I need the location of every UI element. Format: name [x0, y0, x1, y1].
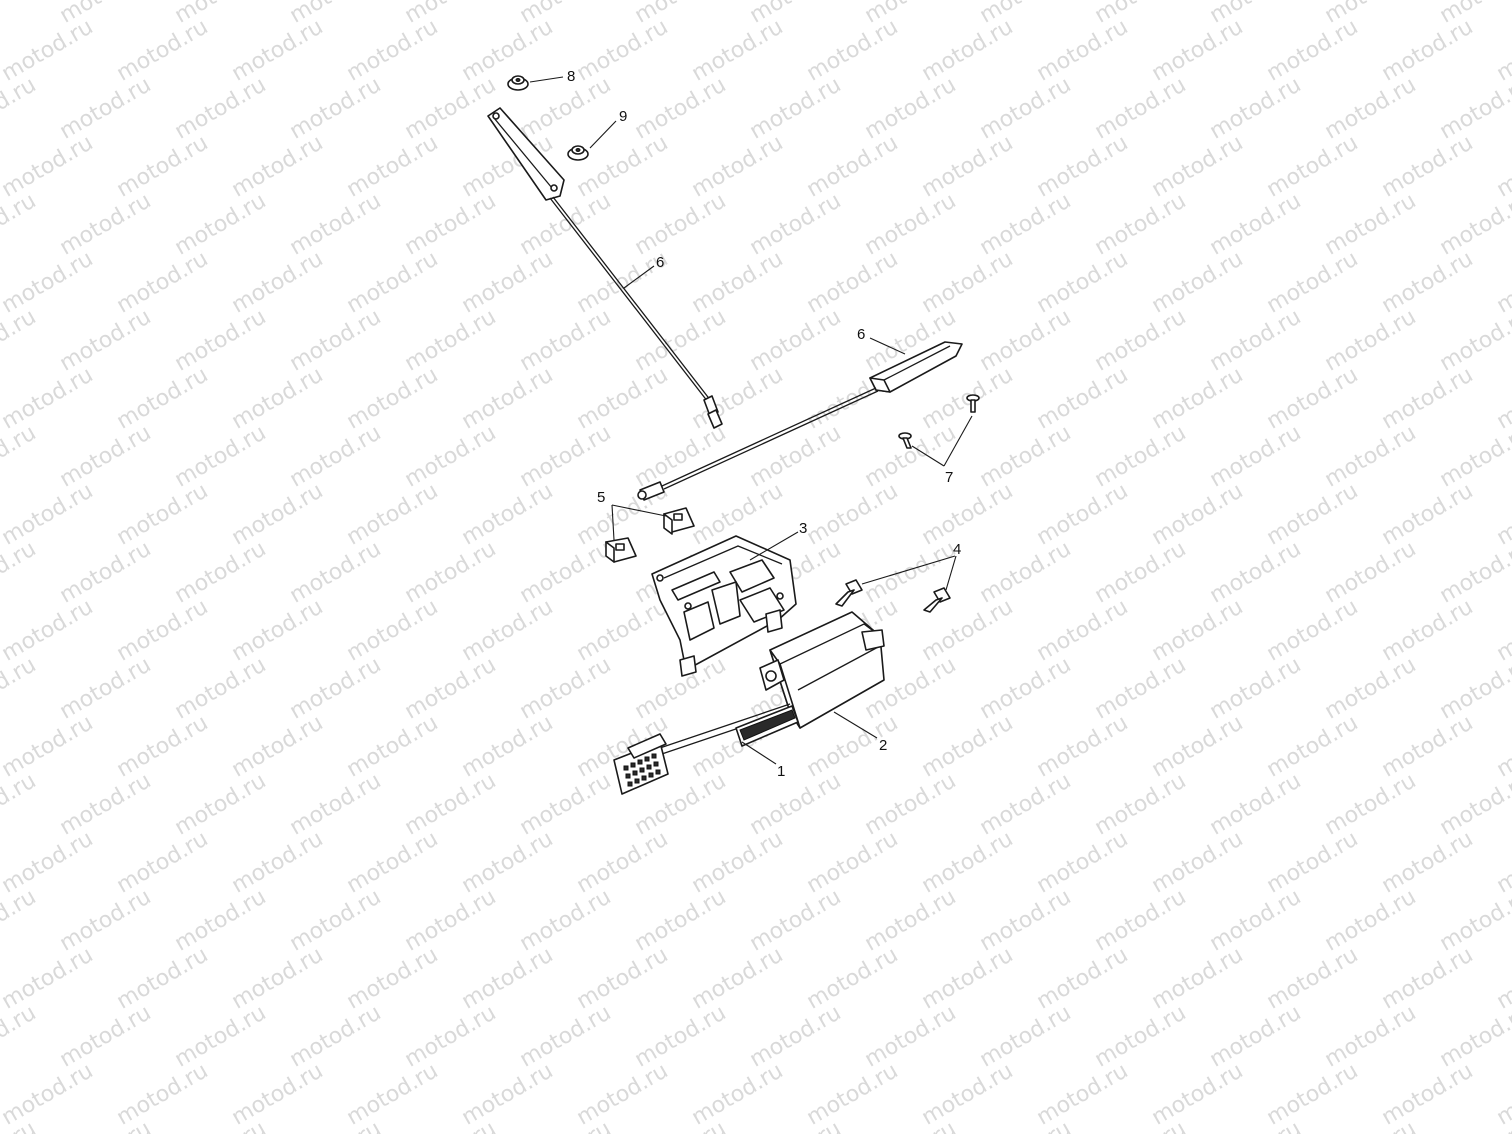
nut-9-icon — [567, 145, 589, 161]
leader-5b — [611, 504, 667, 517]
leader-1 — [741, 741, 777, 765]
bolt-4b-icon — [923, 587, 951, 613]
callout-2: 2 — [879, 737, 887, 754]
leader-3 — [749, 531, 799, 561]
leader-4a — [861, 555, 956, 585]
leader-7a — [943, 415, 973, 467]
nut-8-icon — [507, 75, 529, 91]
leader-8 — [529, 76, 564, 83]
callout-4: 4 — [953, 541, 961, 558]
mounting-bracket-3-icon — [651, 535, 797, 677]
leader-9 — [589, 120, 617, 149]
callout-6b: 6 — [857, 326, 865, 343]
callout-6a: 6 — [656, 254, 664, 271]
callout-3: 3 — [799, 520, 807, 537]
leader-6a — [623, 265, 655, 289]
leader-7b — [911, 445, 945, 467]
leader-2 — [833, 711, 878, 739]
connector-pins — [623, 753, 661, 787]
screw-7b-icon — [898, 432, 912, 449]
connector-harness-1-icon — [613, 703, 799, 795]
callout-8: 8 — [567, 68, 575, 85]
grommet-5a-icon — [605, 537, 637, 563]
callout-5: 5 — [597, 489, 605, 506]
bolt-4a-icon — [835, 579, 863, 607]
antenna-cable-lower-icon — [637, 341, 963, 501]
antenna-cable-upper-icon — [487, 107, 723, 429]
screw-7a-icon — [966, 394, 980, 413]
grommet-5b-icon — [663, 507, 695, 535]
callout-9: 9 — [619, 108, 627, 125]
leader-5a — [611, 504, 615, 541]
leader-6b — [869, 337, 906, 355]
callout-1: 1 — [777, 763, 785, 780]
leader-4b — [945, 555, 957, 591]
callout-7: 7 — [945, 469, 953, 486]
